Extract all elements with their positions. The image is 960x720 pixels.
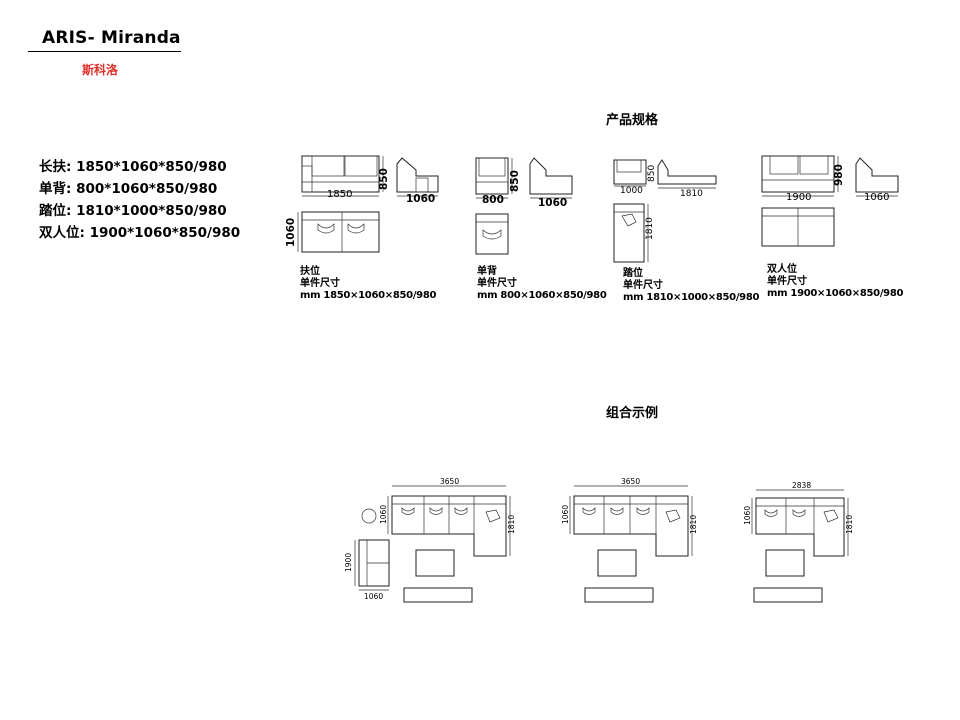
dim-chaise: 1810 — [845, 515, 854, 534]
dim-chaise: 1810 — [689, 515, 698, 534]
pillow-icon — [317, 223, 335, 234]
module-double-drawing: 1900 980 1060 — [761, 155, 899, 247]
sectional-outline — [391, 495, 507, 557]
back-cushion — [311, 155, 345, 177]
combo-layout-1: 3650 1060 1810 1900 1060 — [344, 477, 516, 603]
module-caption: 单背 单件尺寸 mm 800×1060×850/980 — [477, 266, 607, 302]
arm-rest — [301, 165, 313, 193]
pillow-icon — [454, 507, 468, 515]
dim-width: 800 — [482, 194, 504, 206]
pillow-icon — [823, 509, 839, 523]
back-cushion — [799, 155, 829, 175]
specs-title: 产品规格 — [606, 113, 659, 128]
combo-layout-2: 3650 1060 1810 — [561, 477, 698, 603]
dim-side-depth: 1060 — [364, 592, 383, 601]
pillow-icon — [482, 229, 502, 240]
spec-item: 长扶: 1850*1060*850/980 — [39, 159, 227, 175]
module-name: 双人位 — [767, 264, 797, 275]
dim-side-length: 1900 — [344, 553, 353, 572]
spec-item: 单背: 800*1060*850/980 — [39, 181, 218, 197]
dim-front: 1000 — [620, 186, 643, 196]
dim-plan-depth: 1060 — [285, 218, 297, 247]
dim-width: 1850 — [327, 189, 352, 200]
pillow-icon — [621, 213, 637, 227]
dim-height: 980 — [833, 164, 845, 186]
tv-console — [403, 587, 473, 603]
pillow-icon — [429, 507, 443, 515]
side-elevation-outline — [657, 159, 717, 185]
side-elevation-outline — [855, 157, 899, 193]
dim-length: 1810 — [680, 189, 703, 199]
module-size-label: 单件尺寸 — [300, 278, 340, 289]
brand-title: ARIS- Miranda — [42, 28, 181, 48]
tv-console — [753, 587, 823, 603]
dim-depth: 1060 — [743, 506, 752, 525]
front-elevation-outline — [301, 155, 380, 193]
module-size-value: mm 1850×1060×850/980 — [300, 290, 437, 301]
tv-console — [584, 587, 654, 603]
combo-layout-3: 2838 1060 1810 — [743, 481, 854, 603]
dim-depth: 1060 — [864, 192, 889, 203]
module-size-value: mm 800×1060×850/980 — [477, 290, 607, 301]
dim-chaise: 1810 — [507, 515, 516, 534]
back-cushion — [616, 159, 642, 173]
brand-subtitle: 斯科洛 — [82, 63, 119, 77]
back-cushion — [344, 155, 378, 177]
spec-item: 双人位: 1900*1060*850/980 — [39, 225, 241, 241]
spec-list: 长扶: 1850*1060*850/980 单背: 800*1060*850/9… — [39, 156, 240, 244]
dim-plan-length: 1810 — [645, 217, 655, 240]
side-elevation-outline — [396, 157, 439, 193]
dim-width: 2838 — [792, 481, 811, 490]
dim-height: 850 — [647, 165, 657, 182]
back-cushion — [769, 155, 799, 175]
plan-outline — [301, 211, 380, 253]
sectional-outline — [755, 497, 845, 557]
dim-depth: 1060 — [538, 197, 567, 209]
module-single-drawing: 800 850 1060 — [475, 157, 573, 255]
module-size-label: 单件尺寸 — [477, 278, 517, 289]
coffee-table — [765, 549, 805, 577]
sectional-outline — [573, 495, 689, 557]
module-name: 踏位 — [623, 268, 643, 279]
module-chaise-drawing: 1000 850 1810 1810 — [613, 159, 717, 263]
brand-divider — [28, 51, 181, 52]
pillow-icon — [347, 223, 365, 234]
module-name: 扶位 — [300, 266, 320, 277]
side-elevation-outline — [529, 157, 573, 195]
pillow-icon — [610, 507, 624, 515]
module-size-value: mm 1810×1000×850/980 — [623, 292, 760, 303]
plan-outline — [613, 203, 645, 263]
coffee-table — [415, 549, 455, 577]
module-caption: 踏位 单件尺寸 mm 1810×1000×850/980 — [623, 268, 759, 304]
dim-width: 3650 — [621, 477, 640, 486]
module-size-value: mm 1900×1060×850/980 — [767, 288, 904, 299]
module-size-label: 单件尺寸 — [767, 276, 807, 287]
dim-depth: 1060 — [561, 505, 570, 524]
module-caption: 扶位 单件尺寸 mm 1850×1060×850/980 — [300, 266, 436, 302]
module-arm-drawing: 1850 850 1060 1060 — [285, 155, 439, 253]
coffee-table — [597, 549, 637, 577]
back-cushion — [478, 157, 506, 177]
combos-title: 组合示例 — [606, 406, 659, 421]
spec-item: 踏位: 1810*1000*850/980 — [39, 203, 227, 219]
dim-depth: 1060 — [406, 193, 435, 205]
dim-height: 850 — [509, 170, 521, 192]
module-name: 单背 — [477, 266, 497, 277]
module-caption: 双人位 单件尺寸 mm 1900×1060×850/980 — [767, 264, 903, 300]
pillow-icon — [582, 507, 596, 515]
side-cushion — [415, 177, 429, 193]
dim-width: 3650 — [440, 477, 459, 486]
pillow-icon — [401, 507, 415, 515]
pillow-icon — [485, 509, 501, 523]
dim-height: 850 — [378, 168, 390, 190]
dim-depth: 1060 — [379, 505, 388, 524]
dim-width: 1900 — [786, 192, 811, 203]
side-table — [361, 508, 377, 524]
pillow-icon — [792, 509, 806, 517]
pillow-icon — [764, 509, 778, 517]
plan-outline — [475, 213, 509, 255]
module-size-label: 单件尺寸 — [623, 280, 663, 291]
pillow-icon — [636, 507, 650, 515]
pillow-icon — [665, 509, 681, 523]
